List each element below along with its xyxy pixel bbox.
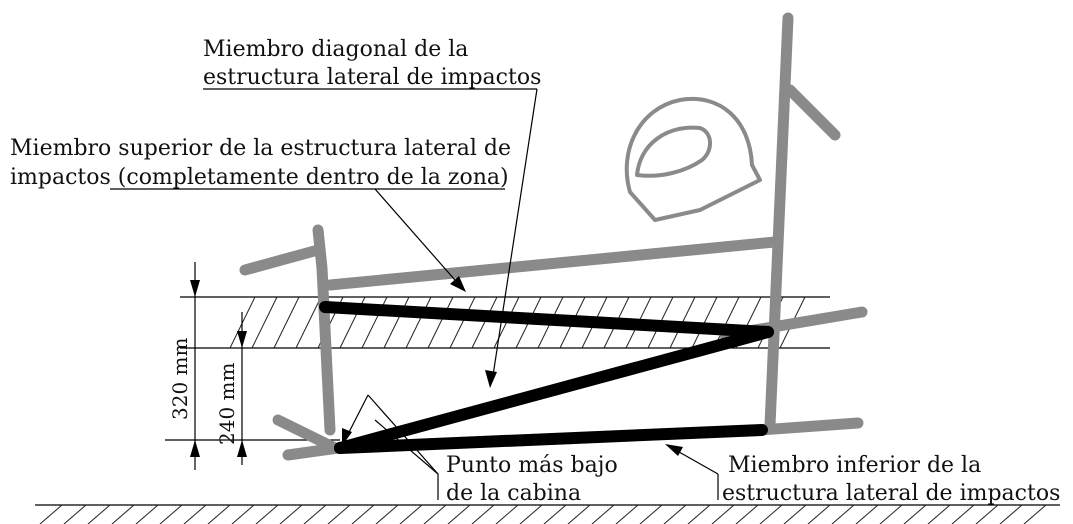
dimension-240mm: [237, 312, 247, 465]
hoop-brace-tube: [784, 84, 841, 141]
hatch-line: [183, 504, 207, 524]
hatch-line: [427, 296, 454, 349]
hatch-line: [783, 504, 807, 524]
hatch-line: [879, 504, 903, 524]
hatch-line: [1023, 504, 1047, 524]
side-impact-members: [319, 301, 774, 454]
hatch-line: [87, 504, 111, 524]
hatch-line: [495, 504, 519, 524]
upper-leader-line: [374, 188, 463, 289]
hatch-line: [303, 504, 327, 524]
hatch-line: [135, 504, 159, 524]
hatch-line: [471, 296, 498, 349]
hatch-line: [251, 296, 278, 349]
ground-hatching: [39, 504, 1047, 524]
hatch-line: [831, 504, 855, 524]
front-upright-tube: [312, 224, 336, 436]
diagonal-impact-member: [334, 326, 774, 454]
hatch-line: [711, 504, 735, 524]
hatch-line: [519, 504, 543, 524]
lower-label-line1: Miembro inferior de la: [728, 453, 981, 478]
hatch-line: [687, 504, 711, 524]
hatch-line: [807, 504, 831, 524]
hatch-line: [207, 504, 231, 524]
upper-label-line1: Miembro superior de la estructura latera…: [10, 136, 511, 161]
hatch-line: [663, 504, 687, 524]
hatch-line: [327, 504, 351, 524]
hatch-line: [399, 504, 423, 524]
front-floor-stub-tube: [282, 442, 344, 461]
hatch-line: [375, 504, 399, 524]
lowest-point-label-line1: Punto más bajo: [446, 453, 618, 478]
hatch-line: [273, 296, 300, 349]
hatch-line: [449, 296, 476, 349]
hatch-line: [231, 504, 255, 524]
hatch-line: [639, 504, 663, 524]
hatch-line: [447, 504, 471, 524]
lower-impact-member: [334, 424, 768, 454]
hatch-line: [927, 504, 951, 524]
leader-lines: [342, 88, 719, 475]
hatch-line: [543, 504, 567, 524]
rear-lower-stub-tube: [754, 417, 864, 436]
diagonal-label-line2: estructura lateral de impactos: [203, 65, 541, 90]
dimension-240mm-label: 240 mm: [215, 363, 239, 445]
lower-label-line2: estructura lateral de impactos: [722, 481, 1060, 506]
hatch-line: [615, 504, 639, 524]
diagonal-leader-line: [491, 88, 538, 383]
hatch-line: [471, 504, 495, 524]
hatch-line: [999, 504, 1023, 524]
hatch-line: [111, 504, 135, 524]
hatch-line: [423, 504, 447, 524]
hatch-line: [855, 504, 879, 524]
hatch-line: [279, 504, 303, 524]
hatch-line: [255, 504, 279, 524]
dimension-320mm: [190, 262, 200, 470]
upper-label-line2: impactos (completamente dentro de la zon…: [10, 165, 509, 190]
lowest-point-leader-c: [374, 419, 439, 475]
upper-impact-member: [319, 301, 774, 338]
hatch-line: [951, 504, 975, 524]
upper-side-tube: [324, 236, 781, 291]
hatch-line: [591, 504, 615, 524]
hatch-line: [159, 504, 183, 524]
front-upper-stub-tube: [239, 244, 324, 276]
front-lower-stub-tube: [272, 414, 341, 454]
chassis-frame: [239, 12, 868, 461]
hatch-line: [351, 504, 375, 524]
driver-helmet-icon: [624, 96, 762, 222]
hatch-line: [903, 504, 927, 524]
dimension-320mm-label: 320 mm: [168, 338, 192, 420]
main-hoop-tube: [764, 12, 794, 431]
lowest-point-leader-a: [367, 394, 439, 475]
hatch-line: [759, 504, 783, 524]
hatch-line: [63, 504, 87, 524]
hatch-line: [39, 504, 63, 524]
hatch-line: [567, 504, 591, 524]
hatch-line: [295, 296, 322, 349]
diagonal-label-line1: Miembro diagonal de la: [203, 37, 468, 62]
lowest-point-label-line2: de la cabina: [446, 481, 581, 506]
hatch-line: [975, 504, 999, 524]
hatch-line: [735, 504, 759, 524]
hatch-line: [405, 296, 432, 349]
